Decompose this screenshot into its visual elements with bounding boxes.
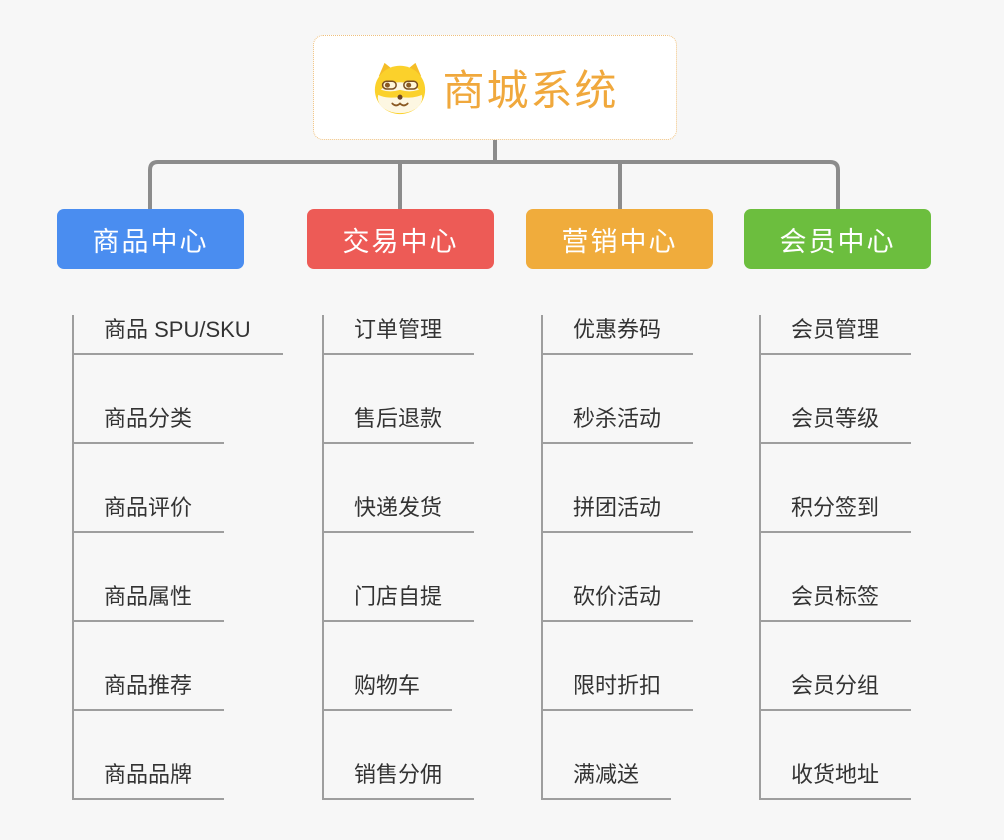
leaf-node[interactable]: 拼团活动	[543, 493, 694, 533]
branch-node-products[interactable]: 商品中心	[57, 209, 244, 269]
leaf-node[interactable]: 满减送	[543, 760, 672, 800]
dog-icon	[375, 62, 426, 114]
leaf-node[interactable]: 优惠券码	[543, 315, 694, 355]
leaf-node[interactable]: 商品 SPU/SKU	[74, 315, 283, 355]
branch-column-trade: 交易中心 订单管理 售后退款 快递发货 门店自提 购物车 销售分佣	[307, 209, 494, 800]
leaf-list: 会员管理 会员等级 积分签到 会员标签 会员分组 收货地址	[759, 315, 931, 800]
leaf-node[interactable]: 积分签到	[761, 493, 912, 533]
leaf-node[interactable]: 会员管理	[761, 315, 912, 355]
leaf-node[interactable]: 购物车	[324, 671, 453, 711]
branch-column-products: 商品中心 商品 SPU/SKU 商品分类 商品评价 商品属性 商品推荐 商品品牌	[57, 209, 283, 800]
leaf-node[interactable]: 会员等级	[761, 404, 912, 444]
leaf-node[interactable]: 快递发货	[324, 493, 475, 533]
leaf-node[interactable]: 会员分组	[761, 671, 912, 711]
leaf-list: 商品 SPU/SKU 商品分类 商品评价 商品属性 商品推荐 商品品牌	[72, 315, 283, 800]
leaf-node[interactable]: 订单管理	[324, 315, 475, 355]
leaf-node[interactable]: 商品属性	[74, 582, 225, 622]
branch-node-trade[interactable]: 交易中心	[307, 209, 494, 269]
branch-bus-line	[148, 160, 840, 211]
branch-column-members: 会员中心 会员管理 会员等级 积分签到 会员标签 会员分组 收货地址	[744, 209, 931, 800]
leaf-node[interactable]: 砍价活动	[543, 582, 694, 622]
leaf-node[interactable]: 秒杀活动	[543, 404, 694, 444]
leaf-node[interactable]: 商品品牌	[74, 760, 225, 800]
branch-node-marketing[interactable]: 营销中心	[526, 209, 713, 269]
leaf-node[interactable]: 商品推荐	[74, 671, 225, 711]
leaf-node[interactable]: 会员标签	[761, 582, 912, 622]
branch-node-members[interactable]: 会员中心	[744, 209, 931, 269]
leaf-list: 优惠券码 秒杀活动 拼团活动 砍价活动 限时折扣 满减送	[541, 315, 713, 800]
leaf-node[interactable]: 收货地址	[761, 760, 912, 800]
root-node-mall-system[interactable]: 商城系统	[313, 35, 677, 140]
leaf-node[interactable]: 销售分佣	[324, 760, 475, 800]
leaf-list: 订单管理 售后退款 快递发货 门店自提 购物车 销售分佣	[322, 315, 494, 800]
leaf-node[interactable]: 商品分类	[74, 404, 225, 444]
leaf-node[interactable]: 限时折扣	[543, 671, 694, 711]
leaf-node[interactable]: 门店自提	[324, 582, 475, 622]
root-title: 商城系统	[442, 67, 619, 114]
leaf-node[interactable]: 售后退款	[324, 404, 475, 444]
leaf-node[interactable]: 商品评价	[74, 493, 225, 533]
branch-column-marketing: 营销中心 优惠券码 秒杀活动 拼团活动 砍价活动 限时折扣 满减送	[526, 209, 713, 800]
